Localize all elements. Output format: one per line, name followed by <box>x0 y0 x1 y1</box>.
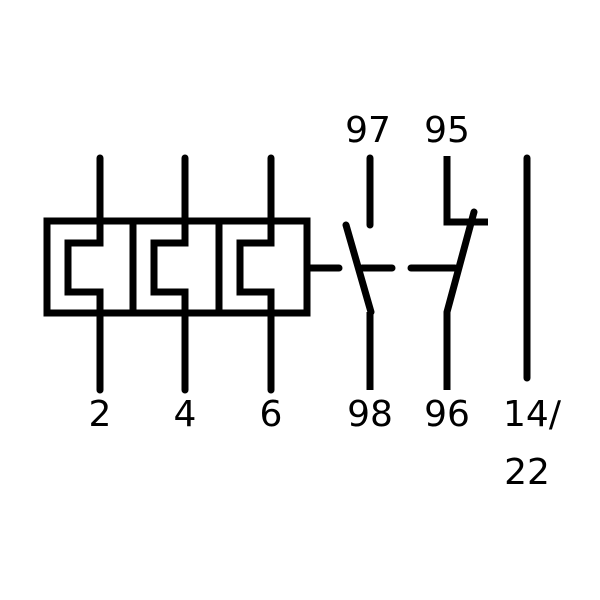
label-95: 95 <box>424 110 470 151</box>
label-2: 2 <box>89 394 112 435</box>
contact-97-98 <box>342 154 375 390</box>
pole-3-bimetal <box>236 154 275 394</box>
label-4: 4 <box>174 394 197 435</box>
label-14: 14/ <box>503 394 562 435</box>
label-6: 6 <box>260 394 283 435</box>
label-97: 97 <box>345 110 391 151</box>
label-96: 96 <box>424 394 470 435</box>
label-98: 98 <box>347 394 393 435</box>
label-22: 22 <box>504 452 550 493</box>
contact-95-96 <box>443 156 488 390</box>
pole-1-bimetal <box>64 154 104 394</box>
pole-2-bimetal <box>150 154 189 394</box>
